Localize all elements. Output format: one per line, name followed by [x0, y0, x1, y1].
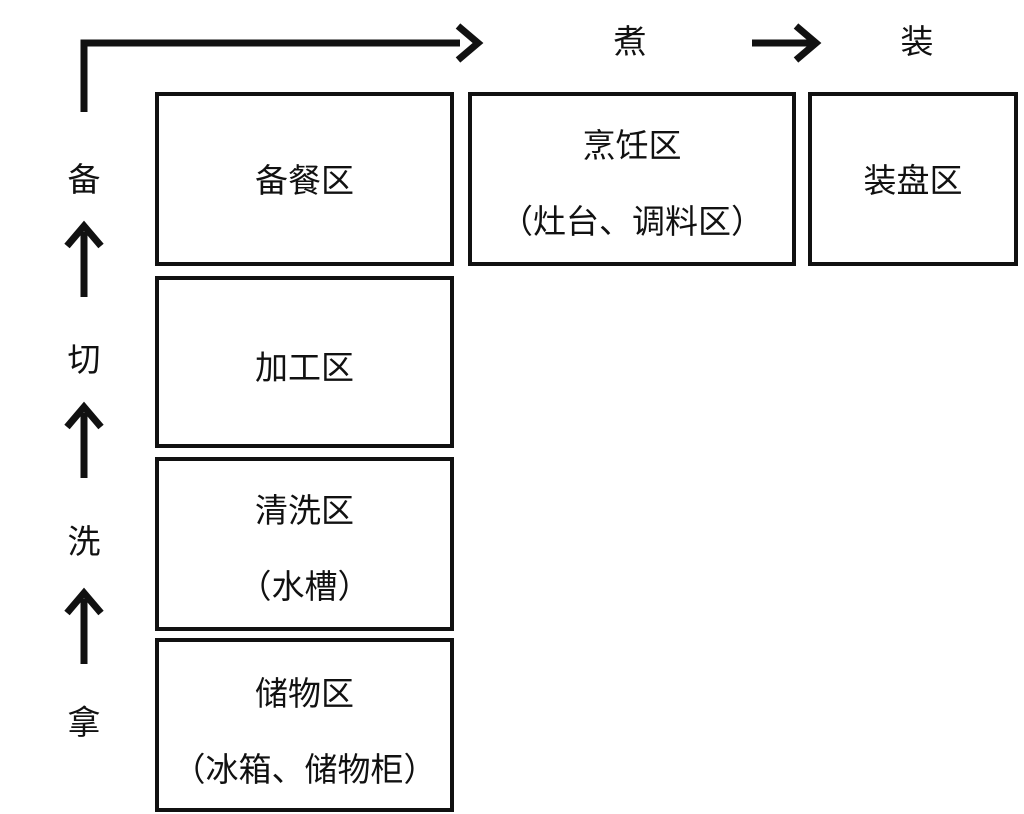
arrow-take-to-wash: [64, 587, 104, 664]
zone-cooking: 烹饪区 （灶台、调料区）: [468, 92, 796, 266]
zone-cooking-label: 烹饪区: [582, 126, 682, 165]
step-cut: 切: [67, 340, 101, 379]
zone-washing-label: 清洗区: [255, 491, 354, 530]
zone-plating-label: 装盘区: [863, 161, 963, 200]
zone-storage-label: 储物区: [255, 674, 354, 713]
step-take: 拿: [67, 703, 101, 742]
zone-cooking-sub: （灶台、调料区）: [500, 202, 764, 241]
zone-plating: 装盘区: [808, 92, 1018, 266]
arrow-wash-to-cut: [64, 401, 104, 478]
zone-prep: 备餐区: [155, 92, 454, 266]
arrow-cook-to-plate: [752, 23, 822, 63]
step-prepare: 备: [67, 160, 101, 199]
zone-washing-sub: （水槽）: [238, 567, 371, 606]
zone-processing: 加工区: [155, 276, 454, 448]
zone-prep-label: 备餐区: [255, 161, 354, 200]
zone-washing: 清洗区 （水槽）: [155, 457, 454, 631]
step-cook: 煮: [613, 22, 647, 61]
zone-processing-label: 加工区: [255, 348, 354, 387]
step-wash: 洗: [67, 522, 101, 561]
zone-storage: 储物区 （冰箱、储物柜）: [155, 638, 454, 812]
step-plate: 装: [900, 22, 934, 61]
arrow-cut-to-prepare: [64, 220, 104, 297]
arrow-prepare-to-cook: [80, 23, 484, 112]
zone-storage-sub: （冰箱、储物柜）: [172, 750, 437, 789]
